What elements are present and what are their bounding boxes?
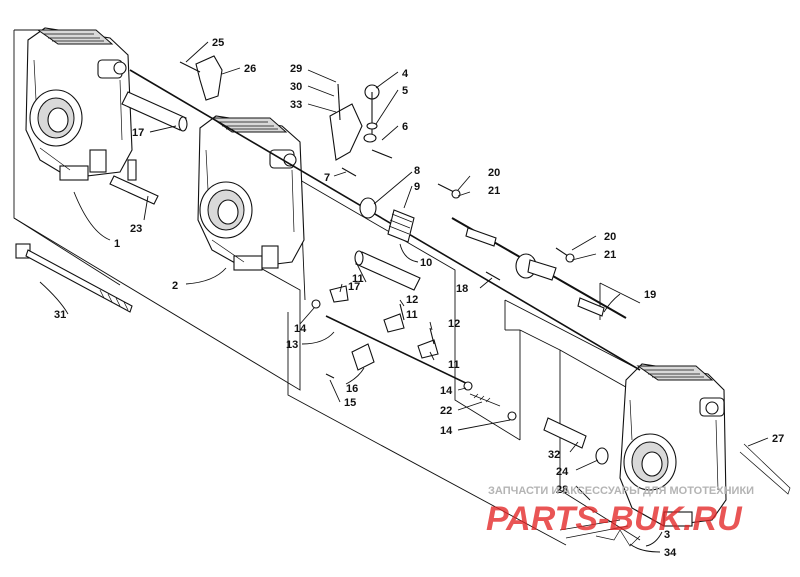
callout-3: 3 [664,529,670,541]
t-fitting [109,159,159,205]
watermark: ЗАПЧАСТИ И АКСЕССУАРЫ ДЛЯ МОТОТЕХНИКИ PA… [486,485,754,538]
callout-6: 6 [402,121,408,133]
callout-20b: 20 [604,231,616,243]
callout-12a: 12 [406,294,418,306]
callout-7: 7 [324,172,330,184]
callout-14b: 14 [440,385,453,397]
middle-linkage-assembly [311,285,517,421]
callout-14c: 14 [440,425,453,437]
callout-24: 24 [556,466,569,478]
callout-20a: 20 [488,167,500,179]
watermark-tagline: ЗАПЧАСТИ И АКСЕССУАРЫ ДЛЯ МОТОТЕХНИКИ [488,485,754,497]
callout-18: 18 [456,283,468,295]
callout-2: 2 [172,280,178,292]
callout-11c: 11 [448,359,460,371]
callout-21b: 21 [604,249,616,261]
callout-23: 23 [130,223,142,235]
callout-8: 8 [414,165,420,177]
bolt-long [15,243,133,313]
callout-25: 25 [212,37,224,49]
callout-15: 15 [344,397,356,409]
connector-tube-upper [121,91,188,132]
callout-1: 1 [114,238,120,250]
callout-labels: 1 2 3 4 5 6 7 8 9 10 11 11 11 12 12 13 1… [54,37,784,559]
callout-17b: 17 [348,281,360,293]
callout-29: 29 [290,63,302,75]
callout-22: 22 [440,405,452,417]
watermark-logo: PARTS-BUK.RU [486,500,743,538]
callout-19: 19 [644,289,656,301]
callout-26: 26 [244,63,256,75]
carburetor-1 [25,27,133,181]
callout-27: 27 [772,433,784,445]
assembly-frame-lines [13,29,641,546]
bracket-26 [179,55,223,101]
callout-4: 4 [402,68,409,80]
connector-tube-lower [354,250,421,291]
callout-30: 30 [290,81,302,93]
bushing-and-spring [359,197,415,243]
carburetor-3 [619,363,727,527]
lower-right-parts [543,417,791,547]
callout-32: 32 [548,449,560,461]
callout-17a: 17 [132,127,144,139]
callout-12b: 12 [448,318,460,330]
callout-9: 9 [414,181,420,193]
carburetor-2 [197,115,305,271]
callout-16: 16 [346,383,358,395]
callout-10: 10 [420,257,432,269]
linkage-rod-assembly [437,183,627,319]
throttle-shaft [129,69,641,371]
callout-34: 34 [664,547,677,559]
callout-5: 5 [402,85,408,97]
callout-33: 33 [290,99,302,111]
upper-linkage-parts [329,83,393,177]
callout-13: 13 [286,339,298,351]
callout-21a: 21 [488,185,500,197]
callout-11b: 11 [406,309,418,321]
callout-31: 31 [54,309,66,321]
leader-lines [39,41,769,553]
callout-28: 28 [556,484,568,496]
callout-11a: 11 [352,273,364,285]
callout-14a: 14 [294,323,307,335]
